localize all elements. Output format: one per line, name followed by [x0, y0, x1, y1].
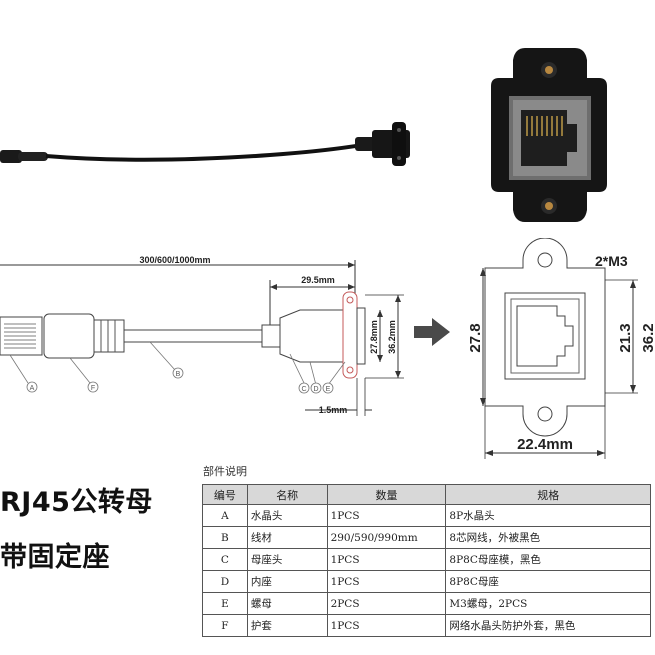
dim-height-left: 27.8 — [467, 323, 484, 352]
cell-name: 线材 — [246, 526, 328, 549]
svg-text:D: D — [313, 386, 318, 393]
header-id: 编号 — [202, 484, 248, 505]
cell-qty: 1PCS — [326, 504, 447, 527]
cell-spec: M3螺母，2PCS — [445, 592, 651, 615]
side-drawing: 300/600/1000mm 29.5mm 27.8mm 36.2mm 1.5m… — [0, 255, 404, 416]
marker-f: F — [87, 381, 99, 393]
cell-id: F — [202, 614, 248, 637]
header-qty: 数量 — [326, 484, 447, 505]
dim-width: 22.4mm — [517, 436, 573, 453]
header-spec: 规格 — [445, 484, 651, 505]
dim-36-2mm: 36.2mm — [387, 320, 397, 354]
cell-spec: 8P水晶头 — [445, 504, 651, 527]
table-row: B 线材 290/590/990mm 8芯网线，外被黑色 — [202, 526, 651, 549]
dim-height-right: 21.3 — [617, 323, 634, 352]
marker-b: B — [172, 367, 184, 379]
svg-text:A: A — [30, 385, 35, 392]
header-name: 名称 — [246, 484, 328, 505]
screw-label: 2*M3 — [595, 253, 628, 269]
table-row: C 母座头 1PCS 8P8C母座模，黑色 — [202, 548, 651, 571]
parts-table: 编号 名称 数量 规格 A 水晶头 1PCS 8P水晶头 B 线材 290/59… — [202, 484, 651, 637]
svg-text:C: C — [301, 386, 306, 393]
marker-e: E — [322, 382, 334, 394]
cell-name: 螺母 — [246, 592, 328, 615]
dim-1-5: 1.5mm — [319, 405, 348, 415]
cell-qty: 1PCS — [326, 570, 447, 593]
cell-id: D — [202, 570, 248, 593]
cell-id: B — [202, 526, 248, 549]
cell-spec: 8芯网线，外被黑色 — [445, 526, 651, 549]
cell-name: 水晶头 — [246, 504, 328, 527]
front-view-drawing: 2*M3 27.8 21.3 36.2 22.4mm — [467, 238, 655, 459]
cell-id: E — [202, 592, 248, 615]
cell-qty: 2PCS — [326, 592, 447, 615]
table-row: A 水晶头 1PCS 8P水晶头 — [202, 504, 651, 527]
table-header-row: 编号 名称 数量 规格 — [202, 484, 651, 505]
product-title-line1: RJ45公转母 — [0, 487, 153, 518]
cell-name: 内座 — [246, 570, 328, 593]
marker-a: A — [26, 381, 38, 393]
jack-photo — [491, 48, 607, 222]
marker-d: D — [310, 382, 322, 394]
cell-qty: 290/590/990mm — [326, 526, 447, 549]
cell-name: 护套 — [246, 614, 328, 637]
length-label: 300/600/1000mm — [139, 255, 210, 265]
cell-id: C — [202, 548, 248, 571]
table-row: E 螺母 2PCS M3螺母，2PCS — [202, 592, 651, 615]
cell-spec: 8P8C母座模，黑色 — [445, 548, 651, 571]
svg-text:F: F — [91, 385, 95, 392]
cell-spec: 8P8C母座 — [445, 570, 651, 593]
svg-text:E: E — [326, 386, 331, 393]
dim-height-outer: 36.2 — [640, 323, 655, 352]
dim-27-8mm: 27.8mm — [369, 320, 379, 354]
dim-29-5: 29.5mm — [301, 275, 335, 285]
table-row: F 护套 1PCS 网络水晶头防护外套，黑色 — [202, 614, 651, 637]
svg-text:B: B — [176, 371, 181, 378]
cell-qty: 1PCS — [326, 614, 447, 637]
arrow-right-icon — [414, 318, 450, 346]
product-title-line2: 带固定座 — [0, 542, 110, 573]
table-row: D 内座 1PCS 8P8C母座 — [202, 570, 651, 593]
cell-id: A — [202, 504, 248, 527]
cable-photo — [0, 122, 410, 166]
cell-name: 母座头 — [246, 548, 328, 571]
marker-c: C — [298, 382, 310, 394]
cell-spec: 网络水晶头防护外套，黑色 — [445, 614, 651, 637]
cell-qty: 1PCS — [326, 548, 447, 571]
parts-table-caption: 部件说明 — [203, 465, 247, 478]
